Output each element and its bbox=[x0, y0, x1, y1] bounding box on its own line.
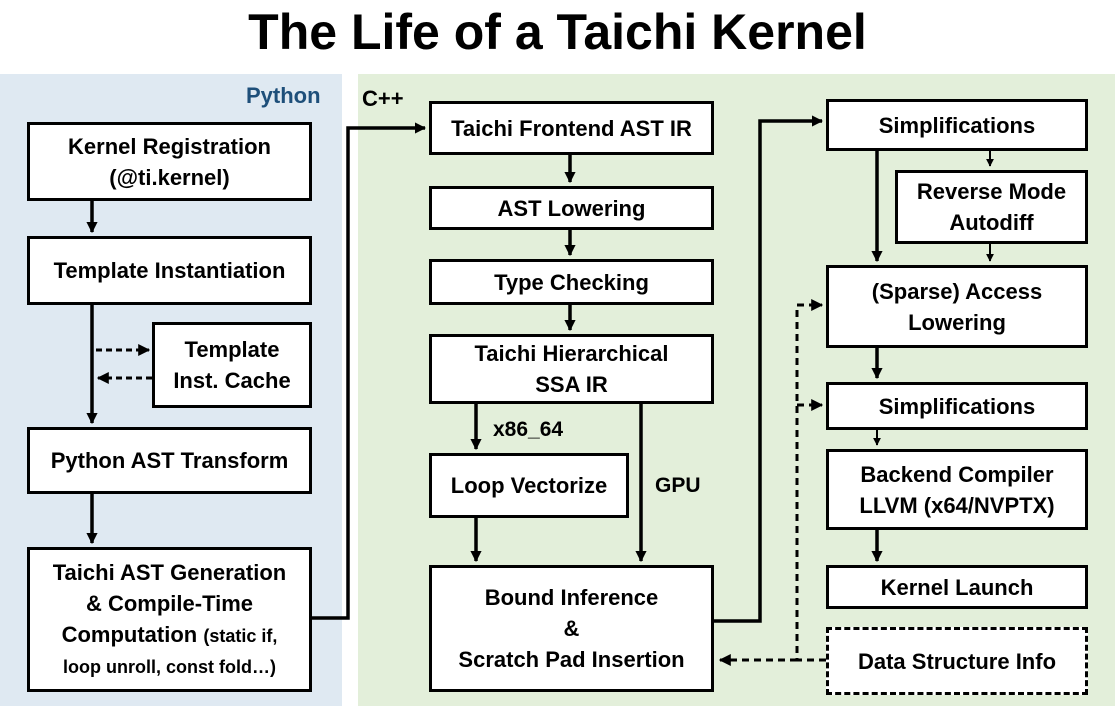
ast-generation-box: Taichi AST Generation & Compile-Time Com… bbox=[27, 547, 312, 692]
template-cache-line2: Inst. Cache bbox=[173, 368, 291, 393]
edge-dsinfo-bus bbox=[795, 305, 826, 662]
type-checking-label: Type Checking bbox=[494, 269, 649, 295]
simplifications-2-box: Simplifications bbox=[826, 382, 1088, 430]
bound-inference-line3: Scratch Pad Insertion bbox=[458, 647, 685, 672]
frontend-ast-ir-box: Taichi Frontend AST IR bbox=[429, 101, 714, 155]
data-structure-info-label: Data Structure Info bbox=[857, 648, 1057, 674]
hierarchical-ssa-box: Taichi Hierarchical SSA IR bbox=[429, 334, 714, 404]
template-cache-line1: Template bbox=[184, 337, 280, 362]
loop-vectorize-label: Loop Vectorize bbox=[450, 473, 608, 498]
backend-compiler-line2: LLVM (x64/NVPTX) bbox=[859, 492, 1055, 518]
reverse-mode-autodiff-line1: Reverse Mode bbox=[916, 179, 1067, 204]
ast-lowering-box: AST Lowering bbox=[429, 186, 714, 230]
edge-bound-to-simplifications bbox=[714, 115, 824, 623]
bound-inference-line2: & bbox=[563, 616, 580, 641]
kernel-registration-box: Kernel Registration (@ti.kernel) bbox=[27, 122, 312, 201]
ast-generation-line3-note: (static if, bbox=[203, 625, 278, 646]
ast-generation-line2: & Compile-Time bbox=[85, 590, 254, 616]
simplifications-1-box: Simplifications bbox=[826, 99, 1088, 151]
kernel-registration-title: Kernel Registration bbox=[68, 133, 271, 159]
ast-lowering-label: AST Lowering bbox=[497, 195, 646, 221]
sparse-access-lowering-box: (Sparse) Access Lowering bbox=[826, 265, 1088, 348]
x86-64-label: x86_64 bbox=[493, 418, 564, 441]
kernel-launch-box: Kernel Launch bbox=[826, 565, 1088, 609]
simplifications-1-label: Simplifications bbox=[878, 112, 1036, 138]
sparse-access-lowering-line2: Lowering bbox=[908, 309, 1006, 335]
reverse-mode-autodiff-box: Reverse Mode Autodiff bbox=[895, 170, 1088, 244]
simplifications-2-label: Simplifications bbox=[878, 393, 1036, 419]
ast-generation-line1: Taichi AST Generation bbox=[52, 559, 287, 585]
template-cache-box: Template Inst. Cache bbox=[152, 322, 312, 408]
ast-generation-line4: loop unroll, const fold…) bbox=[63, 656, 276, 677]
hierarchical-ssa-line1: Taichi Hierarchical bbox=[474, 341, 669, 366]
cpp-panel-label: C++ bbox=[362, 86, 404, 111]
ast-generation-line3-main: Computation bbox=[61, 621, 198, 647]
bound-inference-line1: Bound Inference bbox=[484, 585, 659, 610]
template-instantiation-box: Template Instantiation bbox=[27, 236, 312, 305]
kernel-launch-label: Kernel Launch bbox=[880, 574, 1034, 600]
kernel-registration-decorator: (@ti.kernel) bbox=[109, 164, 230, 190]
frontend-ast-ir-label: Taichi Frontend AST IR bbox=[451, 115, 692, 141]
template-instantiation-label: Template Instantiation bbox=[53, 258, 286, 283]
hierarchical-ssa-line2: SSA IR bbox=[535, 372, 608, 397]
python-panel-label: Python bbox=[246, 83, 321, 108]
ast-generation-line3: Computation (static if, bbox=[53, 619, 286, 652]
backend-compiler-line1: Backend Compiler bbox=[860, 461, 1054, 487]
type-checking-box: Type Checking bbox=[429, 259, 714, 305]
diagram-title: The Life of a Taichi Kernel bbox=[248, 4, 867, 60]
python-ast-transform-label: Python AST Transform bbox=[50, 448, 289, 473]
data-structure-info-box: Data Structure Info bbox=[826, 627, 1088, 695]
bound-inference-box: Bound Inference & Scratch Pad Insertion bbox=[429, 565, 714, 692]
gpu-label: GPU bbox=[655, 474, 701, 497]
python-ast-transform-box: Python AST Transform bbox=[27, 427, 312, 494]
reverse-mode-autodiff-line2: Autodiff bbox=[949, 210, 1034, 235]
sparse-access-lowering-line1: (Sparse) Access bbox=[871, 278, 1043, 304]
backend-compiler-box: Backend Compiler LLVM (x64/NVPTX) bbox=[826, 449, 1088, 530]
loop-vectorize-box: Loop Vectorize bbox=[429, 453, 629, 518]
edge-python-to-cpp bbox=[312, 122, 427, 620]
